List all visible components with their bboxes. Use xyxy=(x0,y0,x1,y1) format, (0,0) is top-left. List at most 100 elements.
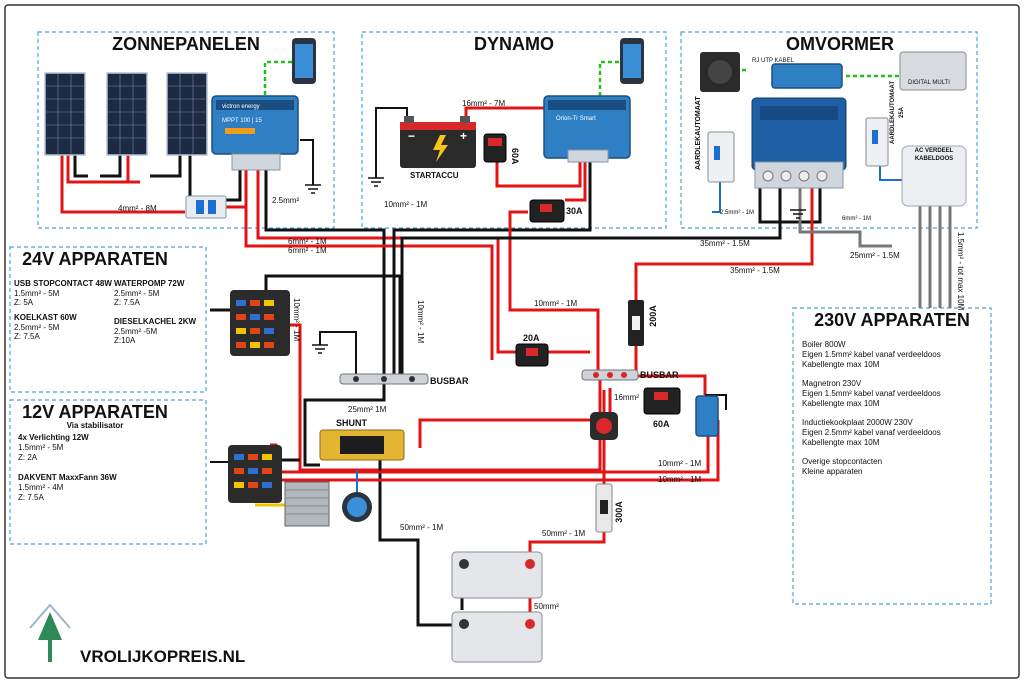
wire-orion-bluetooth xyxy=(598,60,620,96)
mppt-charge-controller: victron energy MPPT 100 | 15 xyxy=(211,95,299,171)
cable-label-300a-battery: 50mm² - 1M xyxy=(542,529,585,538)
shore-power-inlet xyxy=(700,52,740,92)
wire-inverter-neg-to-busbar xyxy=(400,186,782,378)
fuse-300a xyxy=(595,483,613,533)
v24-item-3-cable: 2.5mm² -5M xyxy=(114,327,157,336)
fuse-30a-label: 30A xyxy=(566,206,583,216)
dc-dc-stabilizer xyxy=(284,481,330,527)
wire-busbar-ground xyxy=(319,331,357,378)
wire-busbar-to-shunt xyxy=(303,378,386,467)
start-battery: − + xyxy=(400,116,476,168)
cable-label-inverter-neg: 35mm² - 1.5M xyxy=(700,239,750,248)
cable-label-inverter-ac: 25mm² - 1.5M xyxy=(850,251,900,260)
v24-item-1-fuse: Z: 7.5A xyxy=(114,298,140,307)
v24-item-0-fuse: Z: 5A xyxy=(14,298,34,307)
v24-device-list: USB STOPCONTACT 48W 1.5mm² - 5M Z: 5A WA… xyxy=(14,279,197,345)
cable-label-orion-out: 10mm² - 1M xyxy=(384,200,427,209)
v230-item-0-l1: Eigen 1.5mm² kabel vanaf verdeeldoos xyxy=(802,350,941,359)
inverter-multiplus xyxy=(751,97,847,189)
cable-label-mppt-pos-1: 6mm² - 1M xyxy=(288,237,327,246)
brand-logo xyxy=(29,603,71,662)
phone-icon-solar xyxy=(292,38,316,84)
dynamo-section-frame xyxy=(361,31,667,229)
wire-mppt-pos-2 xyxy=(244,170,494,360)
v24-section-frame xyxy=(9,246,207,393)
cable-label-mppt-ground: 2.5mm² xyxy=(272,196,299,205)
aardlek-left-label: AARDLEKAUTOMAAT xyxy=(695,96,702,170)
v24-section-title: 24V APPARATEN xyxy=(22,249,168,269)
ground-icon-mppt xyxy=(305,184,321,194)
solar-panel-1 xyxy=(44,72,86,156)
fuse-60a-top xyxy=(483,133,507,163)
wire-orion-fuse-loop xyxy=(495,160,582,188)
v230-item-2-l2: Kabellengte max 10M xyxy=(802,438,880,447)
v230-item-1-l1: Eigen 1.5mm² kabel vanaf verdeeldoos xyxy=(802,389,941,398)
ac-distribution-box xyxy=(901,145,967,207)
v12-section-frame xyxy=(9,399,207,545)
solar-section-title: ZONNEPANELEN xyxy=(112,34,260,54)
v24-item-1-name: WATERPOMP 72W xyxy=(114,279,185,288)
cable-label-24v-neg: 10mm² - 1M xyxy=(292,298,301,341)
aardlek-breaker-left xyxy=(707,131,735,183)
wire-shunt-sense xyxy=(418,388,612,448)
fuse-300a-label: 300A xyxy=(614,501,624,523)
wire-24v-fusebox-neg xyxy=(264,274,402,378)
fuse-200a xyxy=(628,300,644,346)
busbar-negative xyxy=(339,373,429,385)
v230-item-2-l1: Eigen 2.5mm² kabel vanaf verdeeldoos xyxy=(802,428,941,437)
wire-solar-string-neg-3 xyxy=(150,155,182,178)
wire-orion-pos-to-fuse xyxy=(565,160,587,202)
v230-item-0-l2: Kabellengte max 10M xyxy=(802,360,880,369)
wire-solar-string-pos-2 xyxy=(126,155,140,184)
cable-label-mppt-pos-2: 6mm² - 1M xyxy=(288,246,327,255)
v230-item-0-name: Boiler 800W xyxy=(802,340,846,349)
wire-inverter-neg-loop xyxy=(758,186,822,224)
wire-mppt-ground xyxy=(300,139,314,185)
mppt-brand-label: victron energy xyxy=(222,104,260,110)
v24-item-2-fuse: Z: 7.5A xyxy=(14,332,40,341)
digital-multi-label: DIGITAL MULTI xyxy=(908,80,950,86)
v24-item-0-cable: 1.5mm² - 5M xyxy=(14,289,60,298)
digital-multi-panel xyxy=(899,51,967,91)
aardlek-right-amp: 25A xyxy=(899,106,905,118)
wire-busbar-to-60a xyxy=(618,374,707,395)
wire-30a-to-busbar xyxy=(508,210,600,372)
busbar-positive xyxy=(581,369,639,381)
wire-solar-string-pos-1 xyxy=(66,155,138,184)
v230-item-1-name: Magnetron 230V xyxy=(802,379,862,388)
v24-item-3-name: DIESELKACHEL 2KW xyxy=(114,317,197,326)
svg-text:+: + xyxy=(460,129,467,143)
shunt-label: SHUNT xyxy=(336,418,368,428)
orion-12v-converter xyxy=(695,395,719,437)
wire-orion-neg-to-busbar xyxy=(392,160,592,378)
battery-main-switch[interactable] xyxy=(590,412,618,440)
wire-solar-breaker-neg xyxy=(220,168,242,202)
v12-item-0-name: 4x Verlichting 12W xyxy=(18,433,89,442)
fuse-60a-right-label: 60A xyxy=(653,419,670,429)
cable-label-60a: 16mm² xyxy=(614,393,639,402)
wire-mppt-neg-to-busbar xyxy=(264,168,386,378)
rj-cable-label: RJ UTP KABEL xyxy=(752,58,795,64)
cable-label-24v-pos: 10mm² - 1M xyxy=(416,300,425,343)
orion-model-label: Orion-Tr Smart xyxy=(556,116,596,122)
solar-panel-3 xyxy=(166,72,208,156)
v12-item-0-fuse: Z: 2A xyxy=(18,453,38,462)
ac-box-label-1: AC VERDEEL xyxy=(915,148,954,154)
cable-label-ac-230: 1.5mm² - tot max 10M xyxy=(956,232,965,311)
aardlek-breaker-right xyxy=(865,117,889,167)
ground-icon-busbar xyxy=(312,344,328,354)
cable-label-shunt-battery: 50mm² - 1M xyxy=(400,523,443,532)
v24-item-0-name: USB STOPCONTACT 48W xyxy=(14,279,112,288)
v230-item-1-l2: Kabellengte max 10M xyxy=(802,399,880,408)
wire-inverter-ac-out xyxy=(798,186,892,248)
outer-frame xyxy=(4,4,1020,679)
v230-device-list: Boiler 800W Eigen 1.5mm² kabel vanaf ver… xyxy=(802,340,941,476)
v12-item-0-cable: 1.5mm² - 5M xyxy=(18,443,64,452)
ac-box-label-2: KABELDOOS xyxy=(915,156,953,162)
v230-item-3-l1: Kleine apparaten xyxy=(802,467,863,476)
v230-section-frame xyxy=(792,307,992,605)
v12-item-1-name: DAKVENT MaxxFann 36W xyxy=(18,473,117,482)
svg-text:−: − xyxy=(408,129,415,143)
